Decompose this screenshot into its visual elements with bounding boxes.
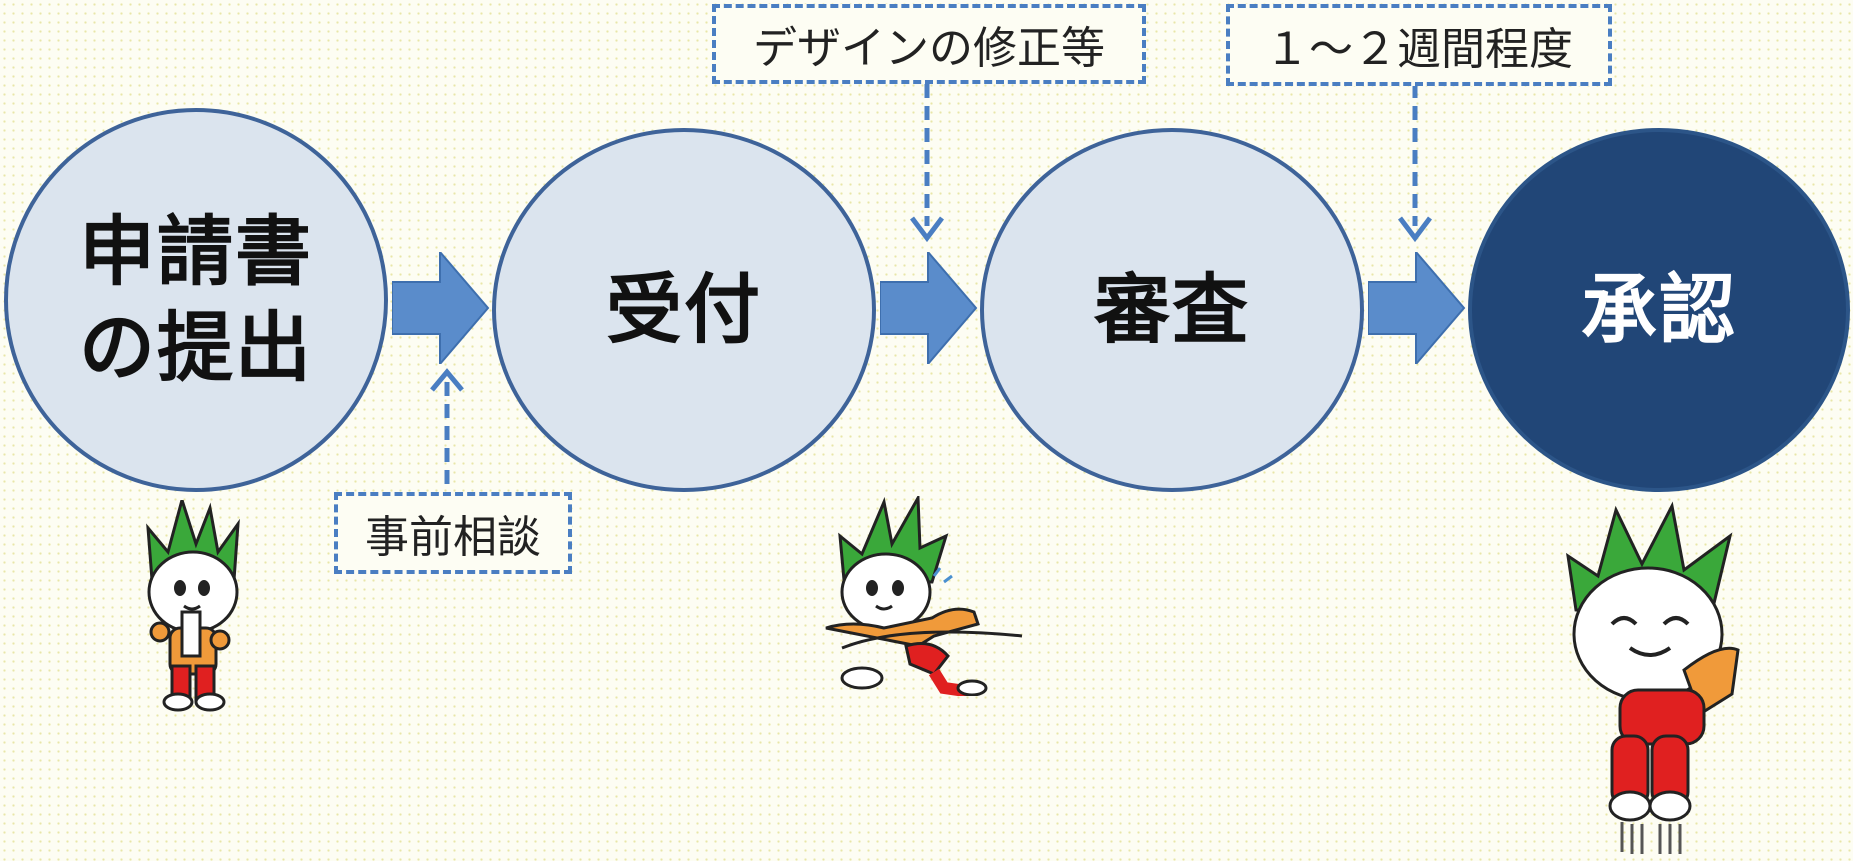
step-4-label: 承認 (1581, 265, 1737, 354)
dashed-arrow-up-icon (430, 368, 464, 494)
arrow-right-icon (1368, 252, 1466, 364)
step-reception: 受付 (492, 128, 876, 492)
arrow-right-icon (392, 252, 490, 364)
dashed-arrow-down-icon (910, 84, 944, 243)
step-2-label: 受付 (606, 265, 762, 354)
mascot-writing-icon (146, 500, 240, 712)
step-approval: 承認 (1468, 128, 1850, 492)
dashed-arrow-down-icon (1398, 84, 1432, 243)
callout-prior-consultation: 事前相談 (334, 492, 572, 574)
arrow-right-icon (880, 252, 978, 364)
callout-design-revision: デザインの修正等 (712, 4, 1146, 84)
step-review: 審査 (980, 128, 1364, 492)
mascot-running-icon (825, 496, 1023, 696)
step-1-label-line1: 申請書 (79, 207, 313, 296)
step-3-label: 審査 (1094, 265, 1250, 354)
callout-duration: １～２週間程度 (1226, 4, 1612, 86)
mascot-jumping-icon (1566, 501, 1740, 854)
step-application-submission: 申請書 の提出 (4, 108, 388, 492)
step-1-label-line2: の提出 (79, 303, 313, 392)
